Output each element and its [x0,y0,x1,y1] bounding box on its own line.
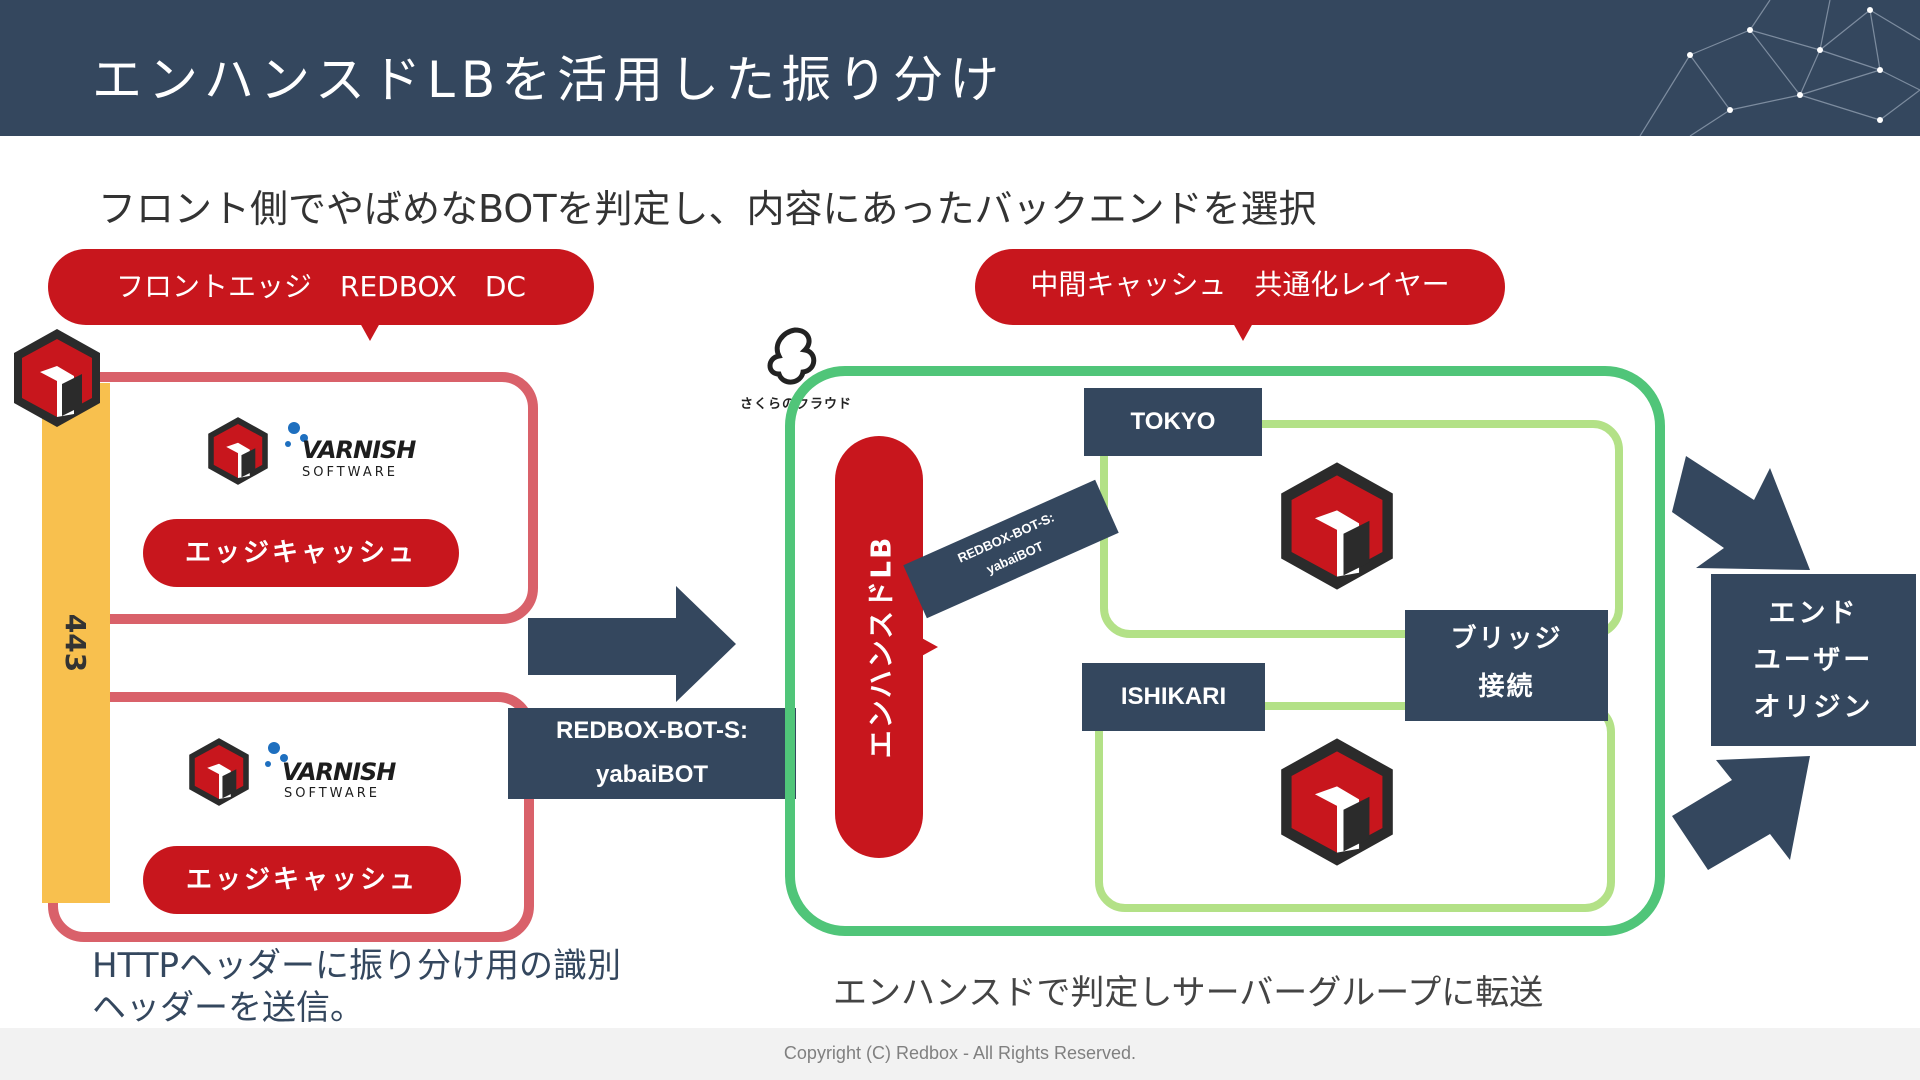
lb-pointer-icon [918,636,938,658]
vendor-subname: SOFTWARE [284,786,380,801]
enhanced-lb-label: エンハンスドLB [864,535,897,759]
vendor-name: VARNISH [282,758,396,786]
footer-bar [0,1028,1920,1080]
sakura-cloud-logo-icon [767,327,817,385]
arrow-to-origin-icon [1672,756,1810,870]
left-caption-line-2: ヘッダーを送信。 [92,988,364,1028]
edge-cache-label: エッジキャッシュ [143,519,459,587]
http-header-value: yabaiBOT [595,761,709,788]
zone-tokyo-label: TOKYO [1084,388,1262,456]
http-header-name: REDBOX-BOT-S: [556,717,748,744]
copyright-text: Copyright (C) Redbox - All Rights Reserv… [783,1043,1137,1063]
redbox-logo-icon [189,738,249,806]
enhanced-lb-label-wrap: エンハンスドLB [835,436,923,858]
bridge-line-2: 接続 [1478,672,1535,702]
edge-cache-label: エッジキャッシュ [143,846,461,914]
left-caption-line-1: HTTPヘッダーに振り分け用の識別 [92,946,622,986]
front-edge-callout: フロントエッジ REDBOX DC [48,249,594,341]
slide-subtitle: フロント側でやばめなBOTを判定し、内容にあったバックエンドを選択 [98,187,1317,231]
redbox-logo-icon [1281,738,1393,866]
redbox-logo-icon [1281,462,1393,590]
enhanced-lb [835,436,923,858]
middle-cache-callout: 中間キャッシュ 共通化レイヤー [975,249,1505,341]
http-header-box: REDBOX-BOT-S: yabaiBOT [508,708,796,799]
origin-line-3: オリジン [1753,692,1874,723]
origin-line-2: ユーザー [1753,645,1874,676]
ishikari-server-group [1095,702,1615,912]
varnish-dots-icon [285,422,308,447]
header-bar: エンハンスドLBを活用した振り分け [0,0,1920,136]
network-decoration-icon [1639,0,1920,136]
middle-cache-layer [785,366,1665,936]
origin-line-1: エンド [1768,598,1859,629]
redbox-logo-icon [208,417,268,485]
page-title: エンハンスドLBを活用した振り分け [92,51,1006,109]
bridge-connection-box: ブリッジ 接続 [1405,610,1608,721]
zone-ishikari-label: ISHIKARI [1082,663,1265,731]
arrow-to-origin-icon [1672,456,1810,570]
forward-arrow-icon [528,586,736,702]
vendor-subname: SOFTWARE [302,465,398,480]
port-label: 443 [59,613,93,673]
vendor-name: VARNISH [302,436,416,464]
bridge-line-1: ブリッジ [1450,624,1563,654]
right-caption: エンハンスドで判定しサーバーグループに転送 [833,973,1544,1013]
left-caption: HTTPヘッダーに振り分け用の識別 ヘッダーを送信。 [92,945,621,1029]
redbox-logo-icon [14,329,100,427]
port-bar [42,383,110,903]
end-user-origin-box: エンド ユーザー オリジン [1711,574,1916,746]
varnish-dots-icon [265,742,288,767]
